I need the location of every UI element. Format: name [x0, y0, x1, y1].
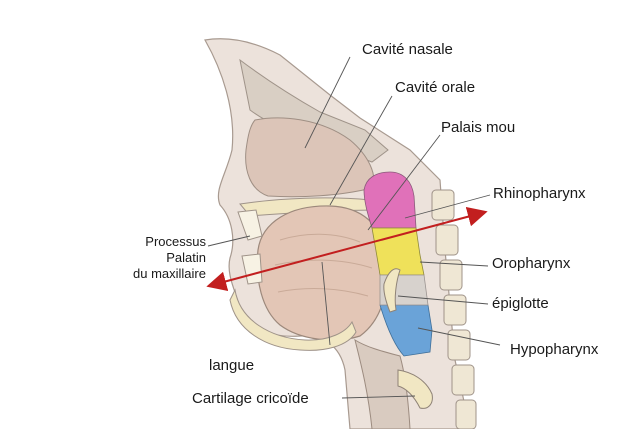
- label-oropharynx: Oropharynx: [492, 255, 571, 272]
- nasal-cavity: [245, 117, 375, 198]
- label-palatine-process-line-1: Processus: [145, 234, 206, 249]
- airway-arrow: [206, 206, 488, 292]
- label-soft-palate: Palais mou: [441, 119, 516, 136]
- label-tongue: langue: [209, 357, 255, 374]
- label-palatine-process-line-3: du maxillaire: [133, 266, 206, 281]
- label-palatine-process-line-2: Palatin: [166, 250, 206, 265]
- mandible: [229, 288, 357, 351]
- label-cricoid-cartilage: Cartilage cricoïde: [192, 390, 309, 407]
- larynx-trachea: [354, 338, 411, 430]
- label-epiglottis: épiglotte: [492, 295, 549, 312]
- label-nasal-cavity: Cavité nasale: [362, 41, 453, 58]
- label-hypopharynx: Hypopharynx: [510, 341, 599, 358]
- tongue: [256, 205, 388, 341]
- leader-lines: [207, 56, 501, 399]
- cricoid-cartilage: [397, 369, 433, 409]
- rhinopharynx-region: [363, 171, 417, 229]
- label-oral-cavity: Cavité orale: [395, 79, 476, 96]
- hypopharynx-region: [379, 304, 433, 357]
- label-rhinopharynx: Rhinopharynx: [493, 185, 586, 202]
- label-palatine-process: Processus Palatin du maxillaire: [133, 234, 206, 282]
